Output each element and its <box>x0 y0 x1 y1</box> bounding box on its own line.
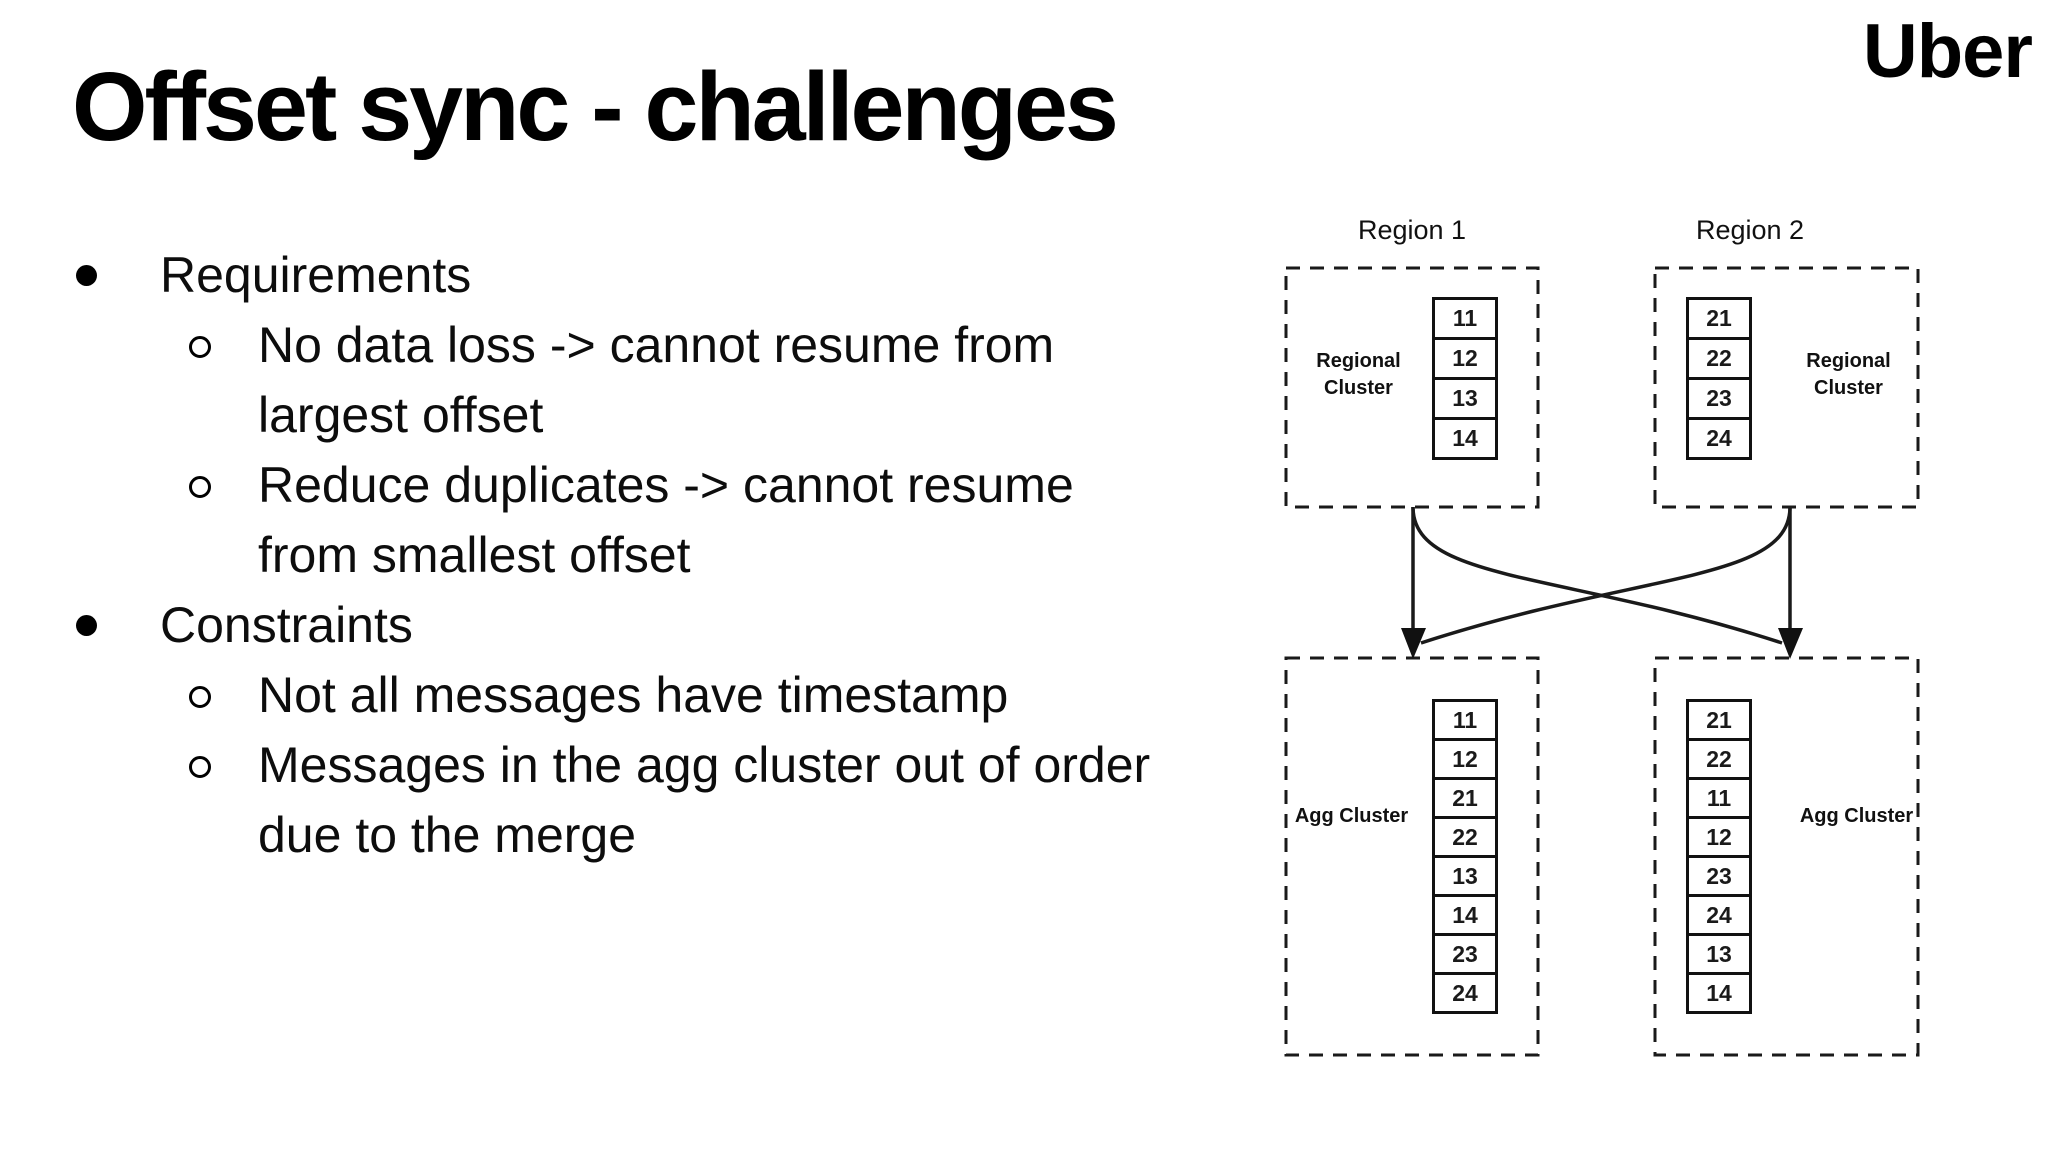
offset-cell: 14 <box>1432 894 1498 936</box>
cluster-label-text: Regional Cluster <box>1316 350 1401 399</box>
region2-box <box>1653 266 1920 509</box>
cluster-label-text: Agg Cluster <box>1799 805 1914 827</box>
list-item-text: Messages in the agg cluster out of order <box>258 737 1151 793</box>
agg-left-cluster-label: Agg Cluster <box>1279 803 1424 830</box>
offset-cell: 12 <box>1432 337 1498 380</box>
region1-offset-stack: 11 12 13 14 <box>1432 297 1498 460</box>
arrowhead-icon <box>1778 628 1803 659</box>
cluster-label-text: Regional Cluster <box>1806 350 1891 399</box>
list-item-text: Reduce duplicates -> cannot resume <box>258 457 1074 513</box>
list-item-text: Requirements <box>160 247 472 303</box>
agg-right-offset-stack: 21 22 11 12 23 24 13 14 <box>1686 699 1752 1014</box>
region2-cluster-label: Regional Cluster <box>1776 348 1921 402</box>
open-bullet-icon <box>189 686 211 708</box>
offset-cell: 11 <box>1432 297 1498 340</box>
agg-left-box <box>1284 656 1540 1057</box>
bullet-list: Requirements No data loss -> cannot resu… <box>70 240 1270 870</box>
offset-cell: 23 <box>1686 855 1752 897</box>
offset-cell: 24 <box>1686 417 1752 460</box>
offset-cell: 21 <box>1686 699 1752 741</box>
region2-offset-stack: 21 22 23 24 <box>1686 297 1752 460</box>
open-bullet-icon <box>189 476 211 498</box>
offset-cell: 23 <box>1432 933 1498 975</box>
list-item-text: due to the merge <box>258 807 637 863</box>
offset-cell: 21 <box>1432 777 1498 819</box>
offset-cell: 12 <box>1432 738 1498 780</box>
filled-bullet-icon <box>76 265 97 286</box>
offset-cell: 14 <box>1686 972 1752 1014</box>
list-item: No data loss -> cannot resume from large… <box>70 310 1270 450</box>
offset-cell: 24 <box>1686 894 1752 936</box>
agg-left-offset-stack: 11 12 21 22 13 14 23 24 <box>1432 699 1498 1014</box>
offset-cell: 13 <box>1432 855 1498 897</box>
open-bullet-icon <box>189 336 211 358</box>
list-item: Messages in the agg cluster out of order… <box>70 730 1270 870</box>
region1-box <box>1284 266 1540 509</box>
arrowhead-icon <box>1401 628 1426 659</box>
offset-cell: 14 <box>1432 417 1498 460</box>
list-item: Constraints <box>70 590 1270 660</box>
offset-cell: 13 <box>1686 933 1752 975</box>
page-title: Offset sync - challenges <box>72 52 1119 161</box>
agg-right-cluster-label: Agg Cluster <box>1784 803 1929 830</box>
list-item-text: No data loss -> cannot resume from <box>258 317 1055 373</box>
list-item-text: largest offset <box>258 387 544 443</box>
offset-cell: 11 <box>1686 777 1752 819</box>
region1-title: Region 1 <box>1357 215 1467 245</box>
region1-cluster-label: Regional Cluster <box>1286 348 1431 402</box>
offset-cell: 22 <box>1686 738 1752 780</box>
list-item-text: Constraints <box>160 597 413 653</box>
offset-cell: 11 <box>1432 699 1498 741</box>
offset-cell: 12 <box>1686 816 1752 858</box>
offset-cell: 22 <box>1686 337 1752 380</box>
offset-cell: 21 <box>1686 297 1752 340</box>
offset-cell: 22 <box>1432 816 1498 858</box>
cluster-label-text: Agg Cluster <box>1294 805 1409 827</box>
open-bullet-icon <box>189 756 211 778</box>
offset-cell: 13 <box>1432 377 1498 420</box>
region2-to-agg-left-arrow <box>1420 506 1792 645</box>
offset-cell: 24 <box>1432 972 1498 1014</box>
region2-title: Region 2 <box>1695 215 1805 245</box>
filled-bullet-icon <box>76 615 97 636</box>
region1-to-agg-right-arrow <box>1411 506 1783 645</box>
agg-right-box <box>1653 656 1920 1057</box>
list-item-text: Not all messages have timestamp <box>258 667 1009 723</box>
list-item: Not all messages have timestamp <box>70 660 1270 730</box>
uber-logo: Uber <box>1862 9 2033 94</box>
offset-cell: 23 <box>1686 377 1752 420</box>
list-item: Reduce duplicates -> cannot resume from … <box>70 450 1270 590</box>
list-item-text: from smallest offset <box>258 527 691 583</box>
list-item: Requirements <box>70 240 1270 310</box>
